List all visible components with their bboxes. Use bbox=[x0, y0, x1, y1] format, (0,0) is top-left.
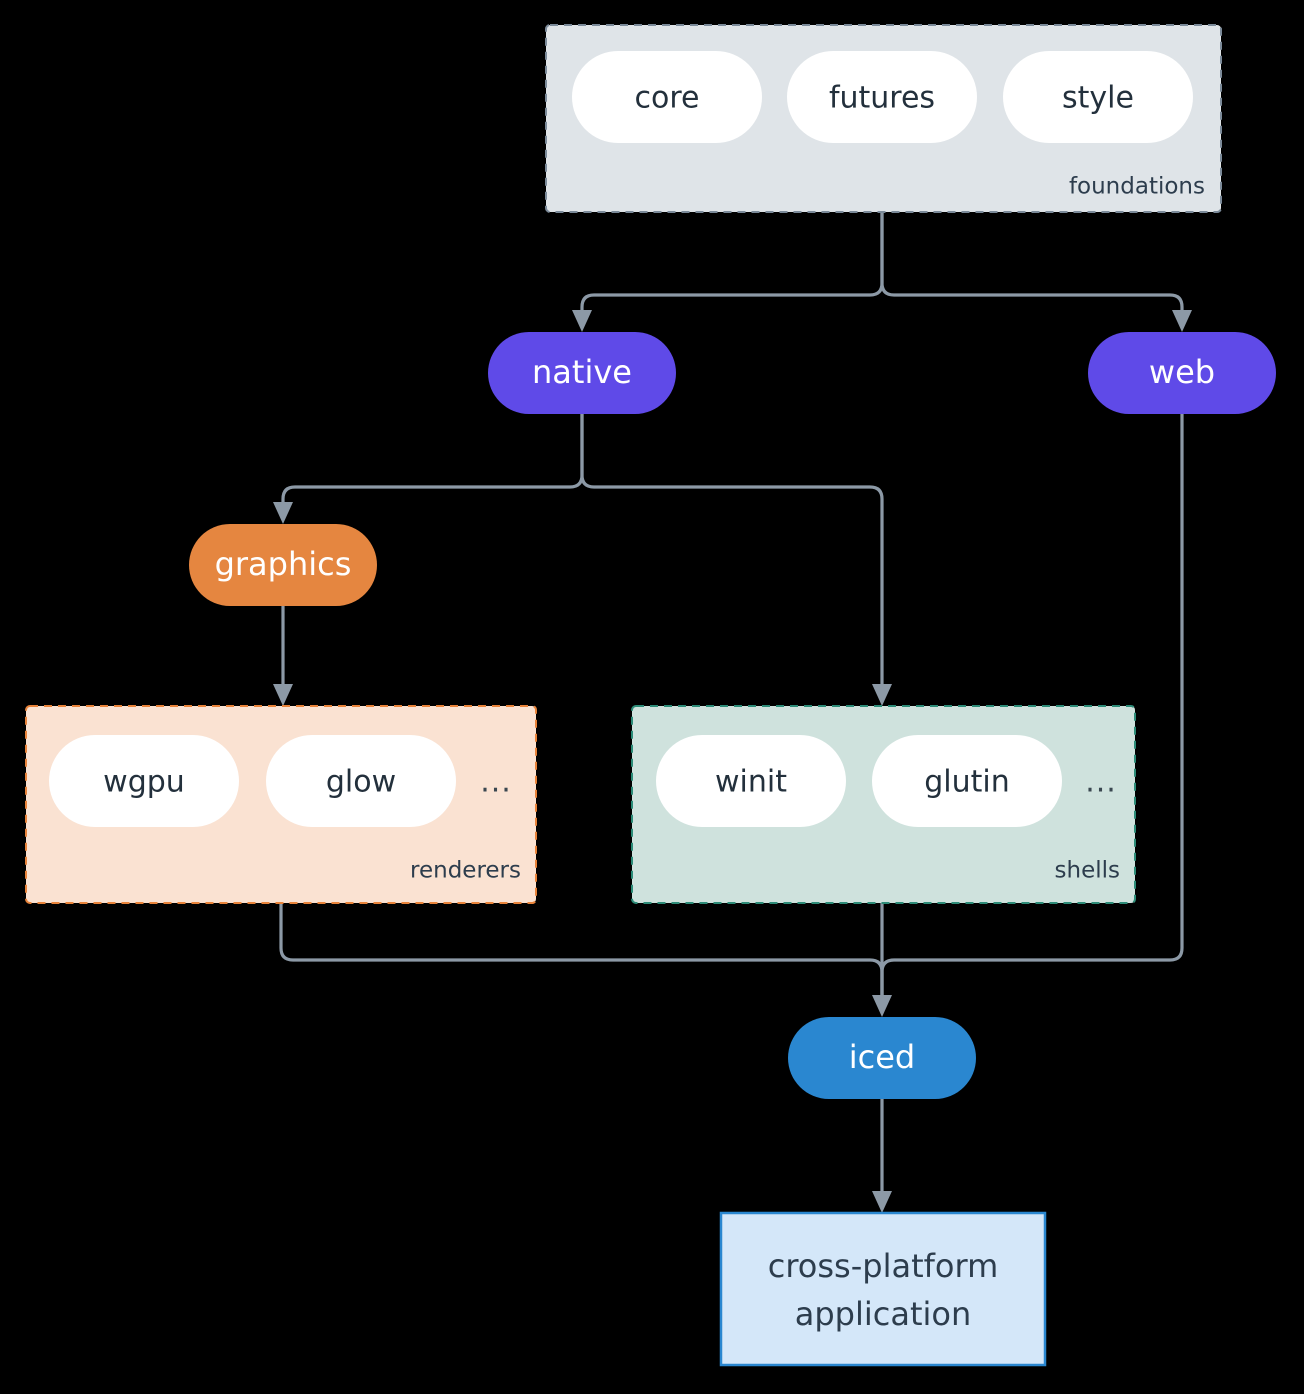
node-native-label: native bbox=[532, 353, 632, 391]
leaf-node-style-label: style bbox=[1062, 81, 1134, 116]
leaf-node-wgpu-shape bbox=[49, 735, 239, 827]
edge-renderers-to-iced bbox=[279, 901, 884, 1005]
leaf-node-glutin-shape bbox=[872, 735, 1062, 827]
leaf-node-glow-label: glow bbox=[326, 765, 396, 800]
leaf-node-style[interactable]: style bbox=[1003, 51, 1193, 143]
node-web-label: web bbox=[1149, 353, 1215, 391]
node-web[interactable]: web bbox=[1088, 332, 1276, 414]
leaf-node-glutin[interactable]: glutin bbox=[872, 735, 1062, 827]
node-application-label-line2: application bbox=[795, 1295, 972, 1333]
cluster-shells-label: shells bbox=[1055, 858, 1120, 884]
edge-native-to-shells bbox=[580, 412, 884, 694]
edge-web-to-iced bbox=[880, 412, 1184, 1005]
node-graphics-label: graphics bbox=[215, 545, 352, 583]
arrowhead-graphics-to-renderers bbox=[273, 684, 293, 706]
node-application-label-line1: cross-platform bbox=[768, 1247, 998, 1285]
leaf-node-winit[interactable]: winit bbox=[656, 735, 846, 827]
leaf-node-core-label: core bbox=[635, 81, 700, 116]
arrowhead-foundations-to-web bbox=[1172, 310, 1192, 332]
node-iced[interactable]: iced bbox=[788, 1017, 976, 1099]
cluster-renderers-label: renderers bbox=[410, 858, 521, 884]
node-application-shape bbox=[719, 1211, 1047, 1367]
renderers-ellipsis: ... bbox=[480, 765, 512, 800]
leaf-node-futures-label: futures bbox=[829, 81, 935, 116]
arrowhead-into-iced bbox=[872, 995, 892, 1017]
shells-ellipsis: ... bbox=[1085, 765, 1117, 800]
arrowhead-native-to-graphics bbox=[273, 502, 293, 524]
leaf-node-futures-shape bbox=[787, 51, 977, 143]
cluster-foundations: core futures style foundations bbox=[545, 24, 1222, 213]
leaf-node-glow[interactable]: glow bbox=[266, 735, 456, 827]
leaf-node-wgpu[interactable]: wgpu bbox=[49, 735, 239, 827]
arrowhead-foundations-to-native bbox=[572, 310, 592, 332]
edge-foundations-to-web bbox=[880, 210, 1184, 320]
leaf-node-glow-shape bbox=[266, 735, 456, 827]
leaf-node-core[interactable]: core bbox=[572, 51, 762, 143]
node-graphics-shape bbox=[189, 524, 377, 606]
arrowhead-native-to-shells bbox=[872, 684, 892, 706]
node-web-shape bbox=[1088, 332, 1276, 414]
node-iced-label: iced bbox=[849, 1038, 915, 1076]
edge-foundations-to-native bbox=[580, 210, 884, 320]
node-iced-shape bbox=[788, 1017, 976, 1099]
leaf-node-wgpu-label: wgpu bbox=[103, 765, 185, 800]
edge-native-to-graphics bbox=[281, 412, 584, 512]
node-graphics[interactable]: graphics bbox=[189, 524, 377, 606]
cluster-shells: winit glutin ... shells bbox=[631, 705, 1136, 904]
leaf-node-core-shape bbox=[572, 51, 762, 143]
arrowhead-iced-to-application bbox=[872, 1191, 892, 1213]
cluster-foundations-label: foundations bbox=[1069, 174, 1205, 200]
leaf-node-winit-shape bbox=[656, 735, 846, 827]
cluster-renderers: wgpu glow ... renderers bbox=[25, 705, 537, 904]
leaf-node-winit-label: winit bbox=[715, 765, 787, 800]
node-application[interactable]: cross-platform application bbox=[719, 1211, 1047, 1367]
node-native-shape bbox=[488, 332, 676, 414]
edge-layer bbox=[273, 210, 1192, 1213]
leaf-node-style-shape bbox=[1003, 51, 1193, 143]
leaf-node-glutin-label: glutin bbox=[924, 765, 1010, 800]
leaf-node-futures[interactable]: futures bbox=[787, 51, 977, 143]
node-native[interactable]: native bbox=[488, 332, 676, 414]
